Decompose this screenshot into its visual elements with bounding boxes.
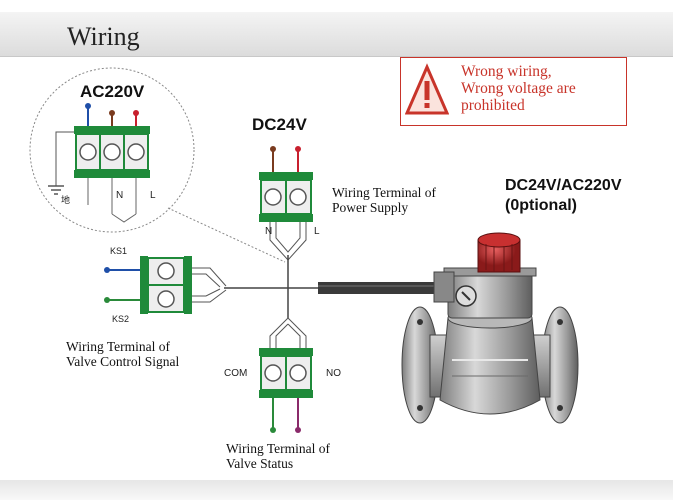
- ac-title: AC220V: [80, 82, 145, 101]
- dc-terminal-bottom-rail: [259, 214, 313, 222]
- control-terminal-right-rail: [184, 256, 192, 314]
- valve-voltage-line-2: (0ptional): [505, 197, 577, 214]
- dc-screw-n: [264, 188, 282, 206]
- dc-screw-l: [289, 188, 307, 206]
- com-label: COM: [224, 368, 248, 379]
- ac-ground-line: [55, 131, 78, 186]
- warning-line-2: Wrong voltage are: [461, 80, 576, 97]
- ks1-screw: [157, 262, 175, 280]
- dc-caption-line-2: Power Supply: [332, 200, 409, 215]
- com-screw: [264, 364, 282, 382]
- dc-l-label: L: [314, 226, 320, 237]
- ac-n-label: N: [116, 190, 124, 201]
- status-caption-line-2: Valve Status: [226, 456, 294, 471]
- valve-voltage-label: DC24V/AC220V (0ptional): [505, 176, 622, 216]
- dc-caption-line-1: Wiring Terminal of: [332, 185, 436, 200]
- ac-terminal-top-rail: [74, 126, 150, 134]
- ac-l-label: L: [150, 190, 156, 201]
- dc-terminal-top-rail: [259, 172, 313, 180]
- ks2-label: KS2: [112, 314, 130, 324]
- solenoid-valve: [401, 232, 579, 424]
- magnifier-leader-line: [167, 207, 286, 263]
- footer-band: [0, 480, 673, 500]
- ac-ground-wire-end: [85, 103, 91, 109]
- control-terminal-left-rail: [140, 256, 148, 314]
- ks1-label: KS1: [110, 246, 128, 256]
- dc-caption: Wiring Terminal of Power Supply: [332, 185, 436, 215]
- page-title: Wiring: [67, 22, 140, 51]
- dc-lead-wires: [269, 222, 307, 261]
- dc-n-label: N: [265, 226, 273, 237]
- status-caption-line-1: Wiring Terminal of: [226, 441, 330, 456]
- status-lead-wires: [269, 317, 289, 350]
- ac-ground-label: 地: [61, 195, 71, 205]
- ac-screw-l: [127, 143, 145, 161]
- status-terminal-top-rail: [259, 348, 313, 356]
- header-band: [0, 12, 673, 57]
- control-caption-line-2: Valve Control Signal: [66, 354, 180, 369]
- warning-icon: [405, 63, 449, 115]
- warning-text: Wrong wiring, Wrong voltage are prohibit…: [461, 63, 576, 114]
- control-lead-wires: [192, 267, 227, 287]
- control-caption: Wiring Terminal of Valve Control Signal: [66, 339, 179, 369]
- ks2-screw: [157, 290, 175, 308]
- dc-title: DC24V: [252, 115, 307, 134]
- status-terminal-bottom-rail: [259, 390, 313, 398]
- valve-voltage-line-1: DC24V/AC220V: [505, 177, 622, 194]
- ac-terminal-bottom-rail: [74, 170, 150, 178]
- valve-cable: [318, 282, 444, 294]
- ac-l-wire-end: [133, 110, 139, 116]
- warning-line-1: Wrong wiring,: [461, 63, 552, 80]
- ac-n-wire-end: [109, 110, 115, 116]
- status-caption: Wiring Terminal of Valve Status: [226, 441, 330, 471]
- ac-screw-n: [103, 143, 121, 161]
- warning-line-3: prohibited: [461, 97, 525, 114]
- no-label: NO: [326, 368, 341, 379]
- control-caption-line-1: Wiring Terminal of: [66, 339, 170, 354]
- no-screw: [289, 364, 307, 382]
- ac-screw-ground: [79, 143, 97, 161]
